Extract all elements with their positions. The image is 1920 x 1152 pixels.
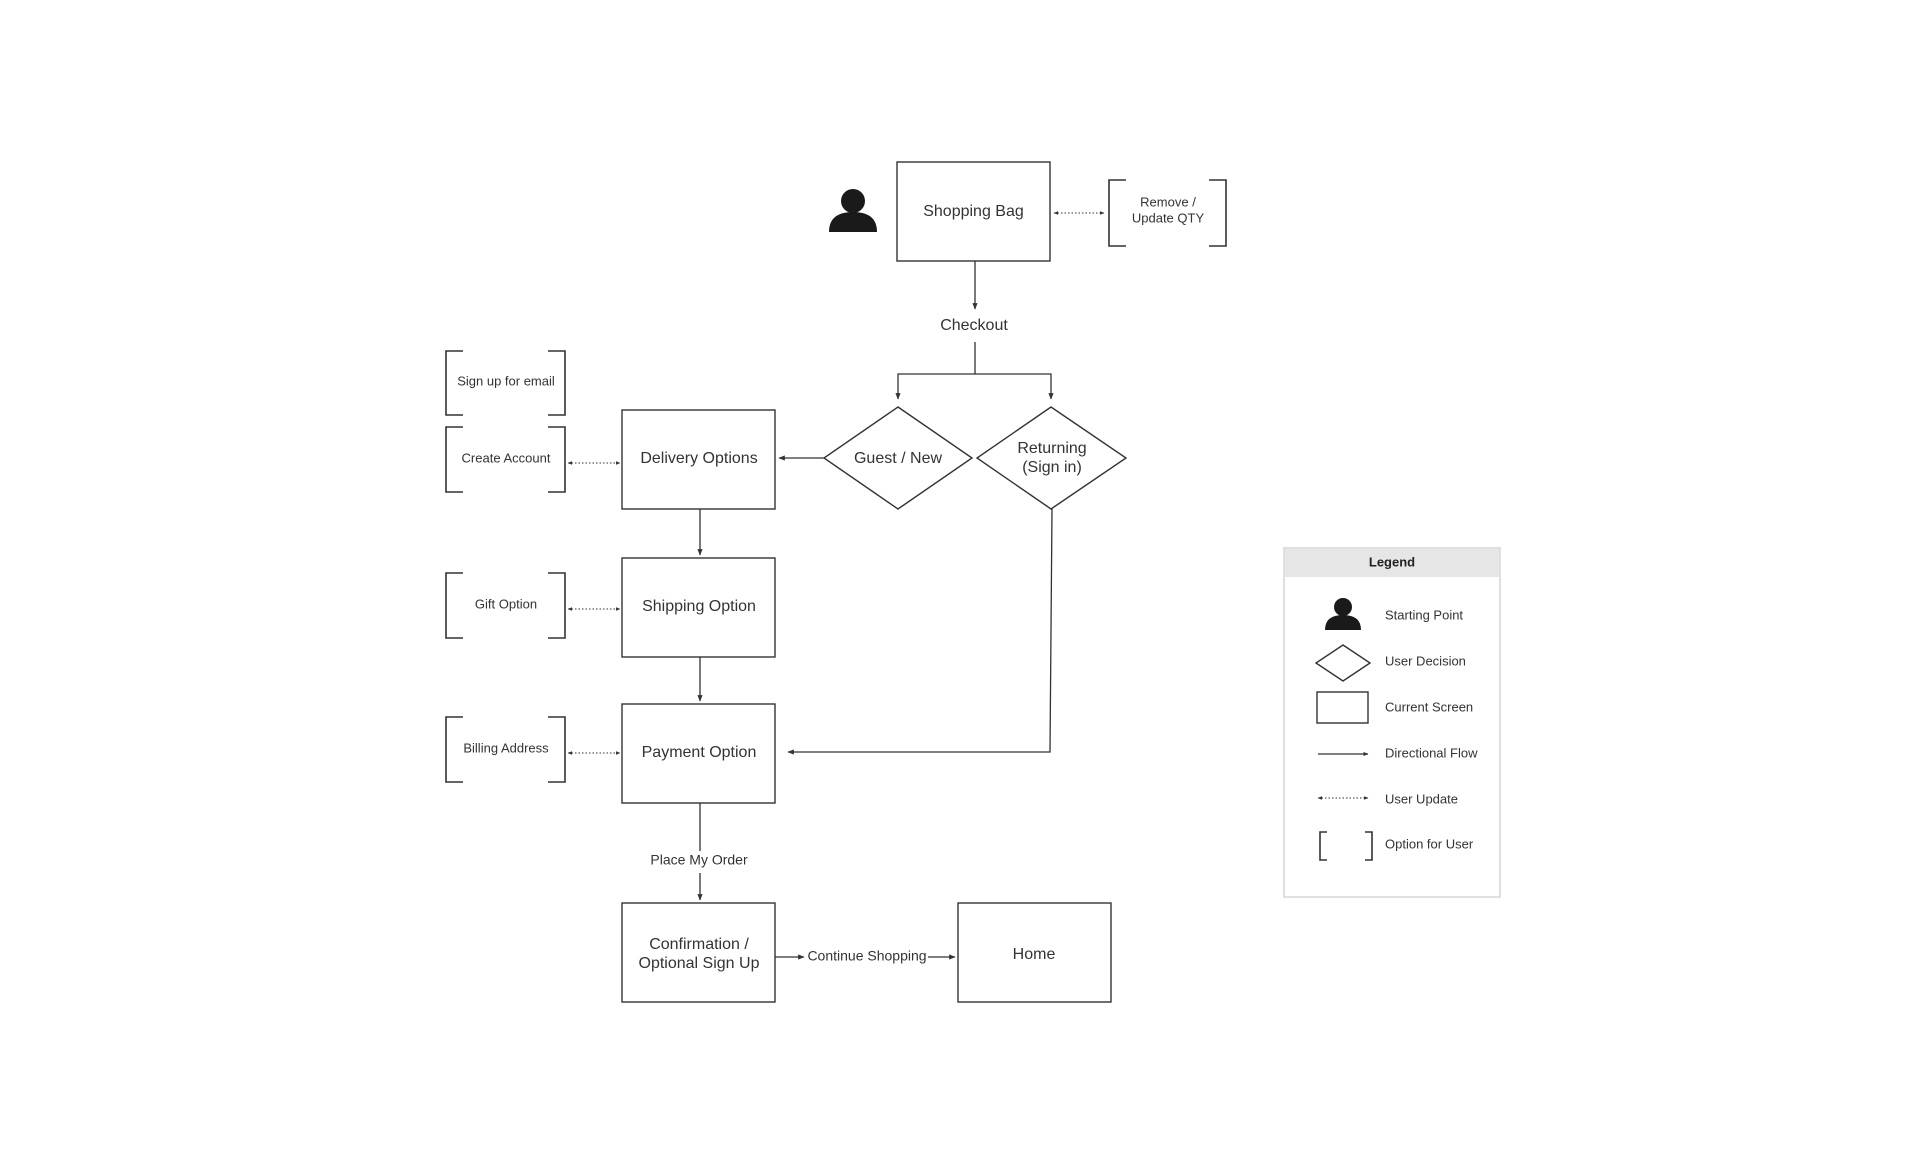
checkout-label: Checkout — [940, 317, 1008, 334]
billing-address-label: Billing Address — [463, 740, 549, 755]
gift-option: Gift Option — [445, 572, 566, 639]
billing-address-option: Billing Address — [445, 716, 566, 783]
legend-directional-flow: Directional Flow — [1385, 745, 1478, 760]
home-screen: Home — [957, 902, 1112, 1003]
sign-up-email-option: Sign up for email — [445, 350, 566, 416]
legend-option-for-user: Option for User — [1385, 836, 1474, 851]
returning-label-line2: (Sign in) — [1022, 459, 1082, 476]
confirmation-label-line2: Optional Sign Up — [639, 955, 760, 972]
create-account-label: Create Account — [462, 450, 551, 465]
payment-option-screen: Payment Option — [621, 703, 776, 804]
legend-bracket-icon — [1319, 831, 1373, 861]
remove-update-label-line1: Remove / — [1140, 194, 1196, 209]
shipping-option-screen: Shipping Option — [621, 557, 776, 658]
shipping-option-label: Shipping Option — [642, 598, 756, 615]
flow-line — [975, 373, 1054, 400]
returning-sign-in-decision: Returning (Sign in) — [975, 406, 1128, 510]
legend-person-icon — [1325, 598, 1361, 630]
create-account-option: Create Account — [445, 426, 566, 493]
remove-update-label-line2: Update QTY — [1132, 210, 1205, 225]
legend-diamond-icon — [1314, 644, 1372, 682]
confirmation-screen: Confirmation / Optional Sign Up — [621, 902, 776, 1003]
delivery-options-label: Delivery Options — [640, 450, 757, 467]
shopping-bag-label: Shopping Bag — [923, 203, 1024, 220]
remove-update-qty-option: Remove / Update QTY — [1108, 179, 1227, 247]
home-label: Home — [1013, 946, 1056, 963]
flow-line — [895, 342, 976, 400]
place-my-order-label: Place My Order — [650, 852, 748, 868]
legend-title: Legend — [1369, 554, 1415, 569]
returning-label-line1: Returning — [1017, 440, 1086, 457]
legend-user-update: User Update — [1385, 791, 1458, 806]
legend-user-decision: User Decision — [1385, 653, 1466, 668]
gift-option-label: Gift Option — [475, 596, 537, 611]
continue-shopping-label: Continue Shopping — [807, 948, 926, 964]
shopping-bag-screen: Shopping Bag — [896, 161, 1051, 262]
flow-line — [787, 508, 1053, 755]
legend-rectangle-icon — [1316, 691, 1369, 724]
start-person-icon — [829, 189, 877, 232]
guest-new-decision: Guest / New — [822, 406, 974, 510]
legend-panel: Legend Starting Point User Decision Curr… — [1283, 547, 1501, 898]
guest-new-label: Guest / New — [854, 450, 942, 467]
delivery-options-screen: Delivery Options — [621, 409, 776, 510]
payment-option-label: Payment Option — [642, 744, 757, 761]
sign-up-email-label: Sign up for email — [457, 373, 555, 388]
confirmation-label-line1: Confirmation / — [649, 936, 749, 953]
legend-current-screen: Current Screen — [1385, 699, 1473, 714]
legend-starting-point: Starting Point — [1385, 607, 1463, 622]
